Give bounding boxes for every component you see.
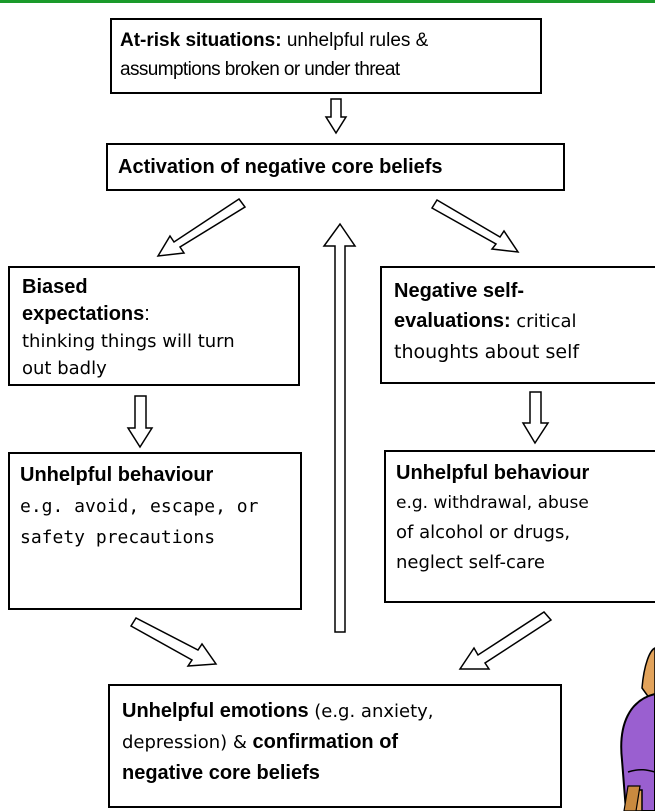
biased-title-line1: Biased xyxy=(22,276,88,298)
diagonal-arrow-icon xyxy=(129,617,218,667)
negself-text-line2: thoughts about self xyxy=(394,341,580,363)
down-arrow-icon xyxy=(324,98,348,135)
behaviour-right-text-line1: e.g. withdrawal, abuse xyxy=(396,493,589,513)
behaviour-right-text-line2: of alcohol or drugs, xyxy=(396,522,571,543)
behaviour-left-text-line2: safety precautions xyxy=(20,527,216,548)
up-arrow-icon xyxy=(322,222,357,633)
biased-colon: : xyxy=(144,303,150,325)
activation-title: Activation of negative core beliefs xyxy=(118,156,443,178)
biased-text-line2: out badly xyxy=(22,358,107,379)
at-risk-situations-box: At-risk situations: unhelpful rules & as… xyxy=(110,18,542,94)
emotions-title2-a: confirmation of xyxy=(252,731,399,753)
unhelpful-behaviour-left-box: Unhelpful behaviour e.g. avoid, escape, … xyxy=(8,452,302,610)
at-risk-text-line2: assumptions broken or under threat xyxy=(120,59,400,80)
negself-title-line1: Negative self- xyxy=(394,280,525,302)
biased-title-line2: expectations xyxy=(22,303,145,325)
negative-self-evaluations-box: Negative self- evaluations: critical tho… xyxy=(380,266,655,384)
at-risk-text-line1: unhelpful rules & xyxy=(286,30,429,51)
unhelpful-emotions-box: Unhelpful emotions (e.g. anxiety, depres… xyxy=(108,684,562,808)
negself-text-line1: critical xyxy=(516,311,577,332)
diagonal-arrow-icon xyxy=(458,611,553,670)
biased-text-line1: thinking things will turn xyxy=(22,331,235,352)
behaviour-left-text-line1: e.g. avoid, escape, or xyxy=(20,496,259,517)
emotions-title2-b: negative core beliefs xyxy=(122,762,320,784)
at-risk-title: At-risk situations: xyxy=(120,30,282,51)
down-arrow-icon xyxy=(521,391,550,445)
top-green-line xyxy=(0,0,655,3)
emotions-text-a: (e.g. anxiety, xyxy=(314,701,434,722)
emotions-title: Unhelpful emotions xyxy=(122,700,309,722)
cartoon-character-image xyxy=(620,647,655,811)
behaviour-right-title: Unhelpful behaviour xyxy=(396,462,590,484)
behaviour-right-text-line3: neglect self-care xyxy=(396,552,545,573)
emotions-text-b: depression) & xyxy=(122,732,247,753)
negself-title-line2: evaluations: xyxy=(394,310,511,332)
biased-expectations-box: Biased expectations: thinking things wil… xyxy=(8,266,300,386)
down-arrow-icon xyxy=(126,395,154,449)
behaviour-left-title: Unhelpful behaviour xyxy=(20,464,214,486)
diagonal-arrow-icon xyxy=(430,198,520,253)
diagonal-arrow-icon xyxy=(156,197,247,257)
unhelpful-behaviour-right-box: Unhelpful behaviour e.g. withdrawal, abu… xyxy=(384,450,655,603)
activation-box: Activation of negative core beliefs xyxy=(106,143,565,191)
